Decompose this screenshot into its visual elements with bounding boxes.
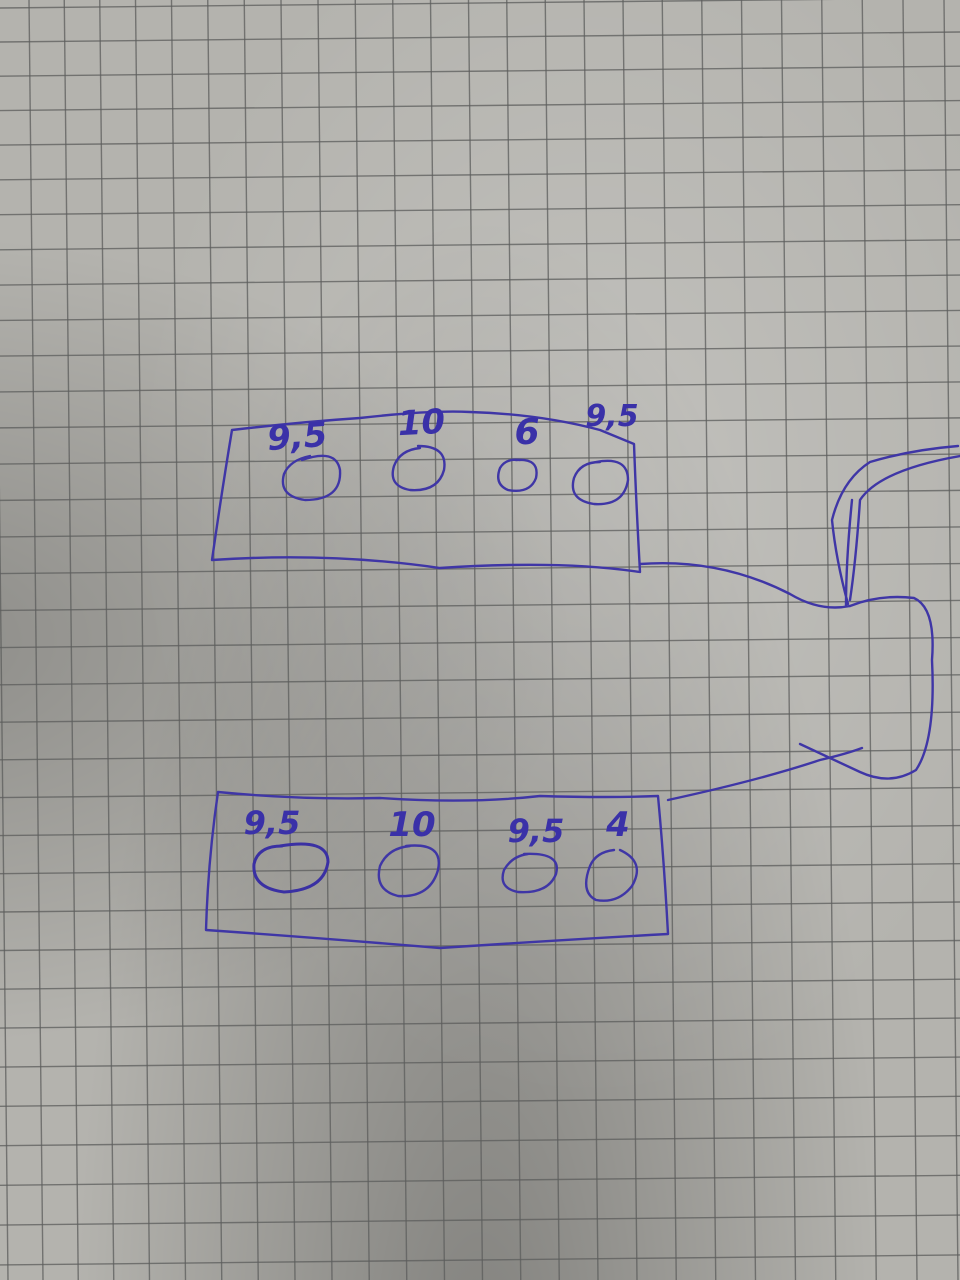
grid-line-horizontal (0, 786, 960, 799)
grid-line-vertical (63, 0, 79, 1280)
top-circle-4 (571, 459, 630, 506)
grid-line-horizontal (0, 674, 960, 686)
top-label-4: 9,5 (585, 399, 638, 434)
grid-line-horizontal (0, 134, 960, 146)
grid-line-horizontal (0, 99, 960, 112)
grid-line-vertical (243, 0, 259, 1280)
grid-line-vertical (207, 0, 223, 1280)
bottom-circle-2 (377, 844, 441, 898)
grid-line-vertical (943, 0, 959, 1280)
grid-line-vertical (429, 0, 446, 1280)
top-circle-2 (391, 444, 446, 492)
grid-line-vertical (902, 0, 918, 1280)
grid-line-vertical (134, 0, 151, 1280)
grid-line-vertical (622, 0, 638, 1280)
right-scribble (830, 444, 960, 608)
grid-line-horizontal (0, 526, 960, 538)
top-box-connector (638, 561, 852, 609)
top-label-2: 10 (397, 402, 446, 444)
grid-line-vertical (392, 0, 408, 1280)
grid-line-horizontal (0, 489, 960, 502)
grid-line-vertical (506, 0, 522, 1280)
grid-line-vertical (28, 0, 44, 1280)
grid-line-horizontal (0, 309, 960, 322)
grid-line-vertical (583, 0, 599, 1280)
grid-line-horizontal (0, 636, 960, 649)
grid-line-horizontal (0, 1017, 960, 1029)
grid-line-vertical (821, 0, 837, 1280)
grid-line-horizontal (0, 749, 960, 761)
grid-line-vertical (99, 0, 115, 1280)
grid-line-horizontal (0, 901, 960, 913)
grid-line-vertical (861, 0, 877, 1280)
grid-line-vertical (544, 0, 560, 1280)
grid-line-horizontal (0, 1214, 960, 1226)
grid-line-horizontal (0, 711, 960, 723)
grid-line-horizontal (0, 1056, 960, 1068)
grid-line-horizontal (0, 978, 960, 990)
bottom-label-4: 4 (605, 805, 630, 845)
bottom-circle-1 (252, 842, 330, 894)
top-box-outline (210, 410, 642, 574)
bottom-label-3: 9,5 (508, 812, 565, 850)
grid-line-horizontal (0, 417, 960, 429)
grid-line-vertical (170, 0, 187, 1280)
grid-line-horizontal (0, 599, 960, 612)
grid-line-horizontal (0, 204, 960, 216)
grid-line-horizontal (0, 1134, 960, 1147)
grid-line-horizontal (0, 169, 960, 181)
bottom-box-outline (204, 790, 670, 950)
grid-line-horizontal (0, 1174, 960, 1186)
grid-line-horizontal (0, 824, 960, 837)
grid-line-horizontal (0, 345, 960, 357)
top-box: 9,5 10 6 9,5 (210, 399, 852, 609)
bottom-box-connector (666, 746, 864, 802)
bottom-circle-3 (501, 852, 559, 894)
grid-line-horizontal (0, 239, 960, 251)
grid-line-horizontal (0, 381, 960, 393)
grid-line-horizontal (0, 31, 960, 43)
bottom-circle-4 (584, 848, 639, 902)
bottom-label-2: 10 (388, 805, 435, 845)
grid-line-horizontal (0, 0, 836, 9)
bottom-box: 9,5 10 9,5 4 (204, 746, 864, 950)
grid-line-horizontal (0, 65, 960, 77)
grid-line-horizontal (0, 862, 960, 875)
grid-line-vertical (0, 484, 9, 1280)
grid-line-horizontal (0, 1254, 960, 1266)
grid-line-horizontal (0, 453, 960, 465)
grid-line-horizontal (0, 1095, 960, 1108)
top-circle-1 (281, 454, 342, 502)
grid-line-horizontal (0, 562, 960, 575)
grid-line-vertical (354, 0, 370, 1280)
grid-line-vertical (467, 0, 484, 1280)
top-label-3: 6 (514, 412, 539, 453)
top-label-1: 9,5 (266, 415, 329, 459)
grid-line-vertical (280, 0, 296, 1280)
right-loop (798, 595, 934, 780)
top-circle-3 (497, 458, 538, 492)
grid-line-vertical (317, 0, 333, 1280)
bottom-label-1: 9,5 (244, 804, 301, 842)
grid-line-horizontal (0, 274, 960, 286)
